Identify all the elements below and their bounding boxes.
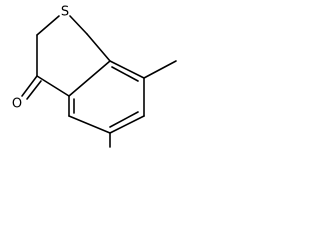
bond-s-ch2-left: [36, 15, 60, 36]
bond-ar-6: [68, 60, 111, 97]
bond-ch2-aromatic: [86, 33, 111, 62]
bond-ar-4: [68, 115, 111, 134]
bond-carbonyl-double: [26, 80, 42, 100]
bond-carbonyl-single: [21, 75, 38, 97]
chemical-structure-diagram: S O: [12, 5, 177, 148]
bond-ar-inner-1: [111, 66, 139, 82]
bond-ar-1: [109, 60, 145, 79]
bond-s-ch2-right: [69, 15, 88, 35]
bond-ar-inner-2: [109, 111, 139, 128]
bond-carbonyl-aromatic: [36, 75, 70, 97]
atom-oxygen-label: O: [12, 97, 22, 112]
bond-ar-3: [109, 115, 145, 134]
bond-methyl-7: [143, 60, 177, 79]
atom-sulfur-label: S: [61, 5, 69, 20]
